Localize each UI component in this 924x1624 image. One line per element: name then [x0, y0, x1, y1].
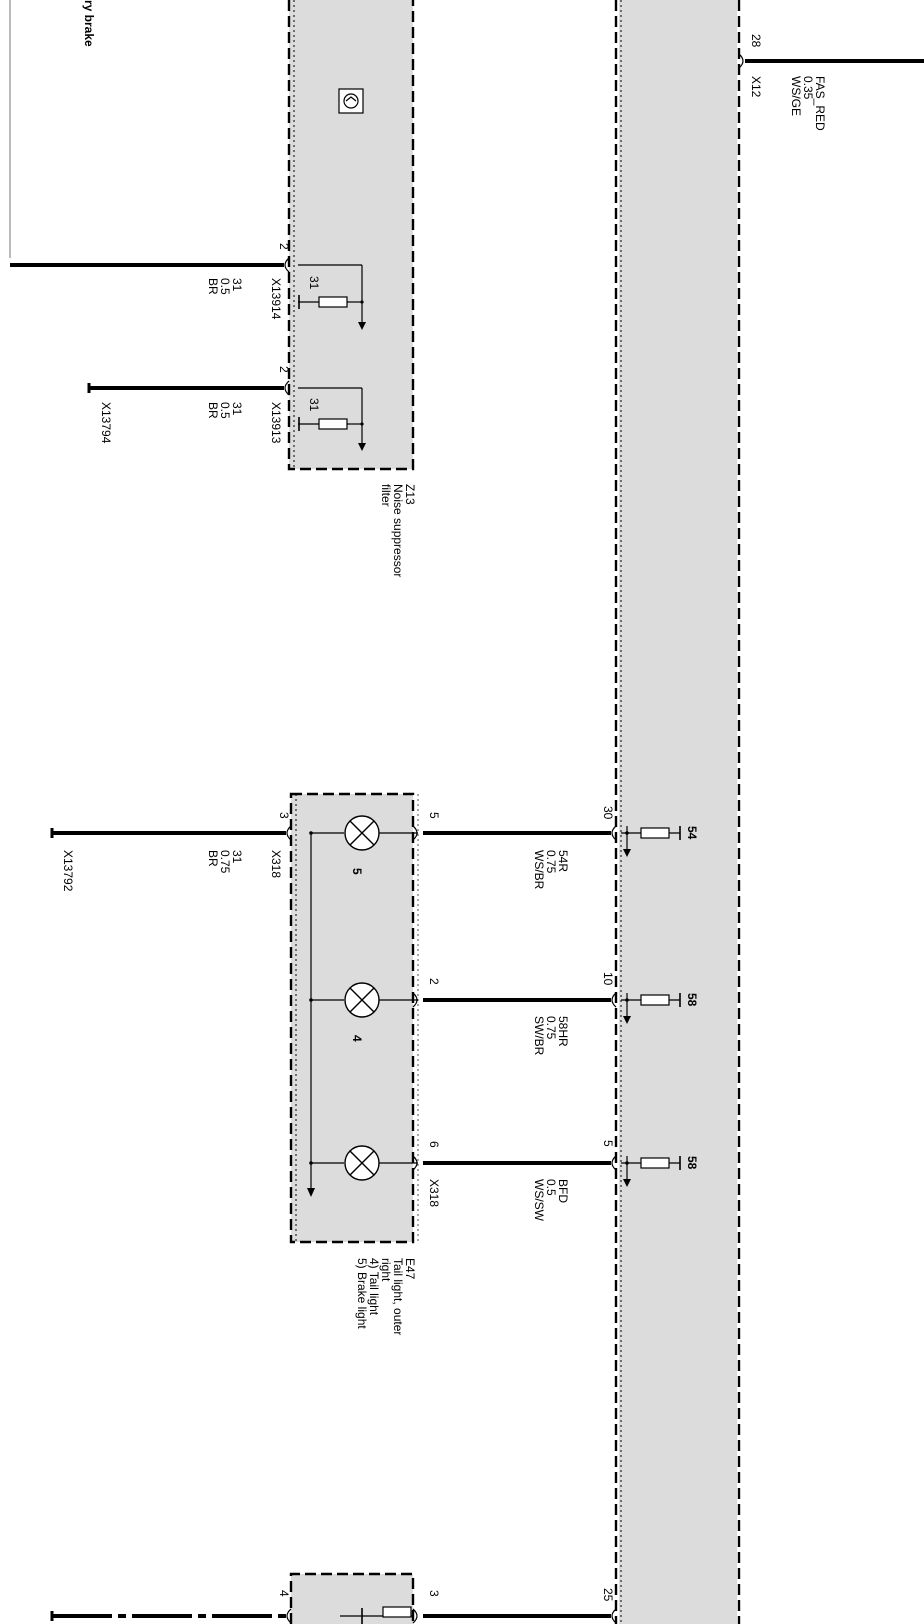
- bottom-mid-pin-arc: [412, 1608, 418, 1624]
- x13792-connector-label: X13792: [61, 850, 75, 892]
- brake-partial-label: ry brake: [82, 0, 96, 47]
- bulb-bfd-icon: [309, 1145, 418, 1181]
- 58hr-module-output-circuit: [621, 993, 681, 1024]
- fas-red-signal: FAS_RED: [813, 76, 827, 131]
- 54r-module-pin: 30: [601, 806, 615, 820]
- z13-module-name-line2: filter: [379, 484, 393, 507]
- 58hr-module-pin: 10: [601, 972, 615, 986]
- 58hr-signal: 58HR: [556, 1016, 570, 1047]
- bfd-gauge: 0.5: [544, 1179, 558, 1196]
- x13913-signal: 31: [230, 402, 244, 416]
- fas-red-pin: 28: [749, 34, 763, 48]
- e47-pin3-arc: [286, 825, 292, 841]
- bfd-module-pin: 5: [601, 1140, 615, 1147]
- bottom-module-border: [289, 1572, 415, 1624]
- x13914-filter-circuit: [298, 264, 366, 330]
- z13-symbol-icon: [338, 88, 364, 114]
- x13914-pin: 2: [277, 243, 291, 250]
- bottom-left-pin: 4: [277, 1590, 291, 1597]
- 54r-module-pin-arc: [611, 825, 617, 841]
- bfd-module-pin-arc: [611, 1155, 617, 1171]
- x13794-connector-label: X13794: [99, 402, 113, 444]
- x318-top-connector-label: X318: [269, 850, 283, 878]
- e47-pin-3: 3: [277, 812, 291, 819]
- bottom-module-pin-arc: [611, 1608, 617, 1624]
- z13-module-name-line1: Noise suppressor: [391, 484, 405, 577]
- ground-color: BR: [206, 850, 220, 867]
- x318-bottom-connector-label: X318: [427, 1179, 441, 1207]
- bfd-light-pin: 6: [427, 1141, 441, 1148]
- x13914-pin-arc: [284, 257, 290, 273]
- z13-module-border: [287, 0, 415, 471]
- x12-pin-arc: [738, 53, 744, 69]
- e47-ground-arrow-icon: [307, 1188, 315, 1197]
- 54r-color: WS/BR: [532, 850, 546, 890]
- 54r-module-output-circuit: [621, 826, 681, 857]
- 54r-light-pin-arc: [412, 825, 418, 841]
- bfd-color: WS/SW: [532, 1179, 546, 1222]
- bulb-5-number: 5: [350, 868, 364, 875]
- x13913-filter-circuit: [298, 387, 366, 451]
- 58hr-terminal: 58: [685, 993, 699, 1007]
- x13913-pin-arc: [284, 380, 290, 396]
- bottom-filter-circuit: [340, 1606, 413, 1624]
- bottom-left-pin-arc: [286, 1608, 292, 1624]
- x13913-color: BR: [206, 402, 220, 419]
- bottom-module-pin: 25: [601, 1588, 615, 1602]
- x13914-inner-pin: 31: [307, 276, 321, 290]
- bulb-4-number: 4: [350, 1035, 364, 1042]
- x13913-gauge: 0.5: [218, 402, 232, 419]
- 54r-light-pin: 5: [427, 812, 441, 819]
- x13913-inner-pin: 31: [307, 398, 321, 412]
- control-module-shading: [619, 0, 737, 1624]
- e47-module-border: [289, 792, 415, 1244]
- e47-name-line1: Tail light, outer: [391, 1258, 405, 1335]
- bfd-terminal: 58: [685, 1156, 699, 1170]
- x13914-signal: 31: [230, 278, 244, 292]
- 58hr-light-pin: 2: [427, 978, 441, 985]
- e47-module-id: E47: [403, 1258, 417, 1280]
- bfd-module-output-circuit: [621, 1156, 681, 1187]
- x13913-pin: 2: [277, 366, 291, 373]
- 54r-signal: 54R: [556, 850, 570, 872]
- z13-module-id: Z13: [403, 484, 417, 505]
- x13914-gauge: 0.5: [218, 278, 232, 295]
- ground-gauge: 0.75: [218, 850, 232, 874]
- 58hr-module-pin-arc: [611, 992, 617, 1008]
- e47-name-line3: 4) Tail light: [367, 1258, 381, 1316]
- 58hr-gauge: 0.75: [544, 1016, 558, 1040]
- x13914-color: BR: [206, 278, 220, 295]
- bfd-signal: BFD: [556, 1179, 570, 1203]
- x13914-connector-label: X13914: [269, 278, 283, 320]
- e47-name-line2: right: [379, 1258, 393, 1282]
- fas-red-gauge: 0.35: [801, 76, 815, 100]
- ground-signal: 31: [230, 850, 244, 864]
- 58hr-light-pin-arc: [412, 992, 418, 1008]
- 54r-terminal: 54: [685, 826, 699, 840]
- bulb-4-icon: [309, 982, 418, 1018]
- 58hr-color: SW/BR: [532, 1016, 546, 1056]
- x12-connector-label: X12: [749, 76, 763, 98]
- e47-name-line4: 5) Brake light: [355, 1258, 369, 1329]
- fas-red-color: WS/GE: [789, 76, 803, 116]
- x13913-connector-label: X13913: [269, 402, 283, 444]
- bfd-light-pin-arc: [412, 1155, 418, 1171]
- z13-module-shading: [289, 0, 413, 469]
- bottom-mid-pin: 3: [427, 1590, 441, 1597]
- 54r-gauge: 0.75: [544, 850, 558, 874]
- bulb-5-icon: [309, 815, 418, 851]
